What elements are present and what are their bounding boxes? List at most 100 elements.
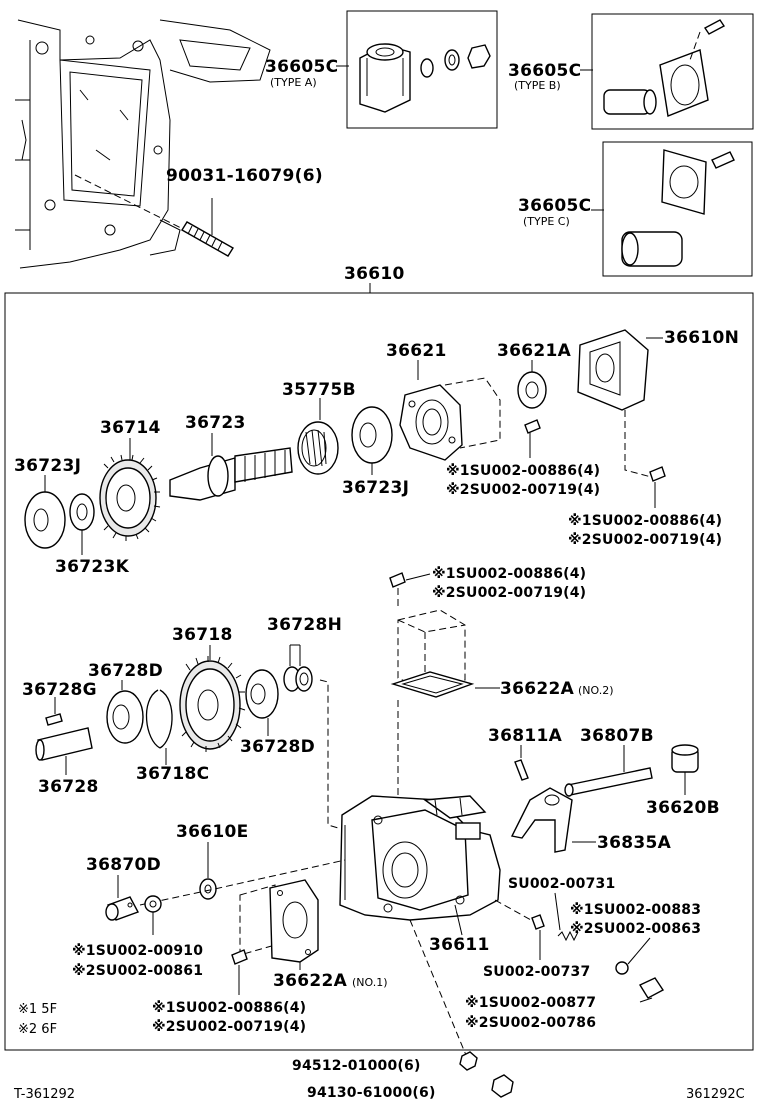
label-bolt4-5f: ※1SU002-00886(4) — [152, 1000, 306, 1016]
part-36728d-bearing-left — [106, 690, 144, 744]
part-36728-shaft — [35, 727, 93, 761]
label-36621: 36621 — [386, 341, 447, 361]
label-94130: 94130-61000(6) — [307, 1085, 436, 1101]
footer-left-code: T-361292 — [13, 1087, 75, 1102]
label-bolt4-6f: ※2SU002-00719(4) — [152, 1019, 306, 1035]
part-36718c-snap-ring — [145, 689, 173, 749]
label-36723k: 36723K — [55, 557, 130, 577]
label-36728d-bottom: 36728D — [240, 737, 315, 757]
label-su00737: SU002-00737 — [483, 964, 590, 980]
label-bolt1-6f: ※2SU002-00719(4) — [446, 482, 600, 498]
label-36620b: 36620B — [646, 798, 720, 818]
type-a-box — [346, 10, 498, 129]
nut-94512 — [459, 1051, 478, 1071]
label-36728h: 36728H — [267, 615, 342, 635]
label-36723j-right: 36723J — [342, 478, 409, 498]
label-36605c-a: 36605C — [265, 57, 338, 77]
label-36610e: 36610E — [176, 822, 249, 842]
bolt-gasket-no1 — [231, 949, 248, 965]
label-bolt1-5f: ※1SU002-00886(4) — [446, 463, 600, 479]
label-su00863: ※2SU002-00863 — [570, 921, 701, 937]
label-36622a-no1: 36622A — [273, 971, 348, 991]
part-36728h-ring — [283, 666, 313, 692]
assembly-frame-36610 — [4, 292, 754, 1051]
part-36610e-seal — [199, 878, 217, 900]
label-36718: 36718 — [172, 625, 233, 645]
part-36807b-shift-shaft — [564, 767, 653, 797]
label-no2: (NO.2) — [578, 684, 614, 697]
part-36728g-key — [45, 713, 63, 726]
label-su00861: ※2SU002-00861 — [72, 963, 203, 979]
part-su00883-spring — [557, 930, 579, 942]
label-94512: 94512-01000(6) — [292, 1058, 421, 1074]
label-no1: (NO.1) — [352, 976, 388, 989]
label-90031: 90031-16079(6) — [166, 166, 323, 186]
label-su00731: SU002-00731 — [508, 876, 615, 892]
part-36714-gear — [99, 454, 161, 541]
label-36807b: 36807B — [580, 726, 654, 746]
label-36605c-c: 36605C — [518, 196, 591, 216]
label-type-b: (TYPE B) — [514, 79, 561, 92]
label-36714: 36714 — [100, 418, 161, 438]
bolt-36610n — [649, 466, 666, 482]
label-36723: 36723 — [185, 413, 246, 433]
label-su00883: ※1SU002-00883 — [570, 902, 701, 918]
part-36621-retainer — [399, 377, 501, 461]
label-bolt2-6f: ※2SU002-00719(4) — [568, 532, 722, 548]
label-bolt3-6f: ※2SU002-00719(4) — [432, 585, 586, 601]
label-36835a: 36835A — [597, 833, 672, 853]
label-35775b: 35775B — [282, 380, 356, 400]
label-type-a: (TYPE A) — [270, 76, 317, 89]
label-36611: 36611 — [429, 935, 490, 955]
label-36870d: 36870D — [86, 855, 161, 875]
label-36610n: 36610N — [664, 328, 739, 348]
label-su00910: ※1SU002-00910 — [72, 943, 203, 959]
legend-5f: ※1 5F — [18, 1002, 57, 1017]
part-su00737 — [531, 914, 545, 930]
part-36723k-washer — [69, 493, 95, 531]
washer-36870d — [144, 895, 162, 913]
plug-su00877 — [638, 977, 665, 999]
label-bolt3-5f: ※1SU002-00886(4) — [432, 566, 586, 582]
label-36718c: 36718C — [136, 764, 209, 784]
part-35775b-roller-bearing — [297, 421, 339, 475]
type-b-box — [591, 13, 754, 130]
part-36723-shaft — [169, 447, 293, 501]
bolt-36621 — [524, 419, 541, 434]
label-36610: 36610 — [344, 264, 405, 284]
part-36622a-no2-gasket — [390, 609, 475, 698]
nut-94130 — [491, 1074, 514, 1098]
label-su00877: ※1SU002-00877 — [465, 995, 596, 1011]
washer-su00863 — [615, 961, 629, 975]
part-36811a-pin — [514, 759, 529, 781]
part-36870d-switch — [105, 896, 139, 921]
label-36723j-left: 36723J — [14, 456, 81, 476]
part-36718-gear — [179, 656, 246, 752]
label-36728d-top: 36728D — [88, 661, 163, 681]
footer-right-code: 361292C — [686, 1087, 745, 1102]
label-36728: 36728 — [38, 777, 99, 797]
label-type-c: (TYPE C) — [523, 215, 570, 228]
part-36620b-bushing — [671, 744, 699, 773]
bolt-cover — [389, 572, 406, 588]
label-bolt2-5f: ※1SU002-00886(4) — [568, 513, 722, 529]
stud-bolt-90031 — [74, 174, 234, 257]
legend-6f: ※2 6F — [18, 1022, 57, 1037]
part-36621a-seal — [517, 371, 547, 409]
label-36605c-b: 36605C — [508, 61, 581, 81]
label-36811a: 36811A — [488, 726, 563, 746]
label-su00786: ※2SU002-00786 — [465, 1015, 596, 1031]
part-36611-housing — [339, 795, 501, 921]
transmission-case-illustration — [15, 19, 271, 269]
part-36728d-bearing-right — [245, 669, 279, 719]
label-36621a: 36621A — [497, 341, 572, 361]
part-36723j-bearing-left — [24, 491, 66, 549]
part-36622a-no1-gasket — [239, 879, 319, 963]
part-36723j-bearing-right — [351, 406, 393, 464]
label-36728g: 36728G — [22, 680, 97, 700]
type-c-box — [602, 141, 753, 277]
label-36622a-no2: 36622A — [500, 679, 575, 699]
part-36610n-adapter — [577, 329, 649, 411]
